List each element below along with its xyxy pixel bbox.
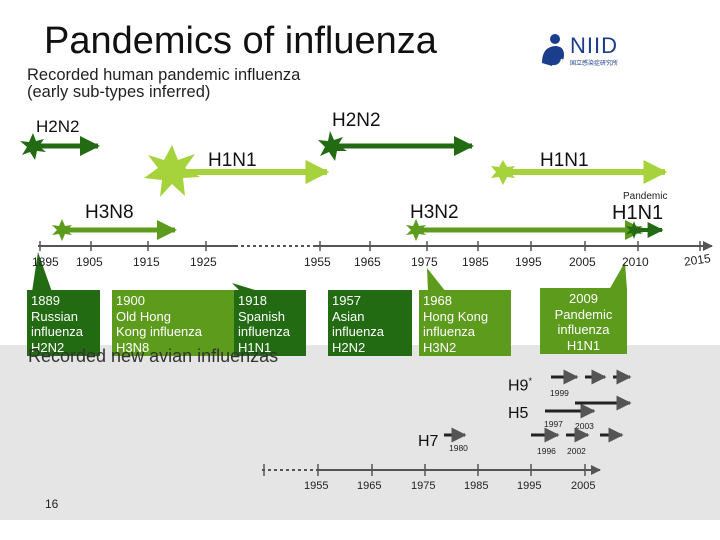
tick-label: 2005 <box>569 255 596 269</box>
box-2009-pointer <box>609 262 627 290</box>
slide-title: Pandemics of influenza <box>44 20 437 62</box>
label-pandemic-h1n1: H1N1 <box>612 202 664 224</box>
avian-axis-ticks <box>263 464 586 476</box>
human-axis-ticks <box>39 241 701 251</box>
h3n8-burst <box>52 219 72 241</box>
pandemic-box-1900: 1900 Old Hong Kong influenza H3N8 <box>112 290 234 356</box>
h1n1-late-burst <box>491 160 515 185</box>
subtitle-line-1: Recorded human pandemic influenza <box>27 66 301 84</box>
box-line: 1918 <box>238 293 267 308</box>
box-line: influenza <box>557 322 610 337</box>
pandemic-box-1918: 1918 Spanish influenza H1N1 <box>234 290 306 356</box>
year-1999: 1999 <box>550 388 569 398</box>
tick-label: 1975 <box>411 255 438 269</box>
pandemic-burst <box>626 221 642 239</box>
label-h2n2-late: H2N2 <box>332 110 381 131</box>
box-line: H1N1 <box>566 337 601 353</box>
box-line: Kong influenza <box>116 324 203 339</box>
tick-label: 1915 <box>133 255 160 269</box>
box-line: H2N2 <box>332 339 366 355</box>
h5-arrows <box>545 395 632 419</box>
h2n2-late-burst <box>318 131 347 161</box>
box-1968-pointer <box>427 268 446 292</box>
box-line: 1889 <box>31 293 60 308</box>
label-h1n1-late: H1N1 <box>540 150 589 171</box>
box-line: influenza <box>31 324 84 339</box>
tick-label: 1905 <box>76 255 103 269</box>
label-pandemic-small: Pandemic <box>623 191 668 202</box>
avian-tick-label: 1985 <box>464 480 489 492</box>
box-line: influenza <box>332 324 385 339</box>
h2n2-early-burst <box>20 133 46 160</box>
box-line: 1968 <box>423 293 452 308</box>
year-1980: 1980 <box>449 443 468 453</box>
tick-label: 1985 <box>462 255 489 269</box>
label-h3n2: H3N2 <box>410 202 459 223</box>
box-line: 1900 <box>116 293 145 308</box>
tick-label: 1895 <box>32 255 59 269</box>
tick-label: 1955 <box>304 255 331 269</box>
avian-section-title: Recorded new avian influenzas <box>28 346 279 366</box>
pandemic-box-1968: 1968 Hong Kong influenza H3N2 <box>419 290 511 356</box>
box-1889-pointer <box>32 252 52 292</box>
avian-tick-label: 1965 <box>357 480 382 492</box>
subtitle-line-2: (early sub-types inferred) <box>27 83 211 101</box>
pandemic-box-1957: 1957 Asian influenza H2N2 <box>328 290 412 356</box>
box-line: H2N2 <box>31 339 65 355</box>
box-line: H3N2 <box>423 339 457 355</box>
box-line: H1N1 <box>238 339 272 355</box>
box-line: 2009 <box>569 291 598 306</box>
label-h5: H5 <box>508 405 529 422</box>
tick-label: 2010 <box>622 255 649 269</box>
box-line: H3N8 <box>116 339 150 355</box>
h9-asterisk: * <box>528 376 532 386</box>
page-number: 16 <box>45 497 59 511</box>
logo-subtext: 国立感染症研究所 <box>570 61 619 67</box>
year-2002: 2002 <box>567 446 586 456</box>
year-2003: 2003 <box>575 421 594 431</box>
box-line: Pandemic <box>554 306 613 322</box>
tick-label: 1925 <box>190 255 217 269</box>
box-line: influenza <box>238 324 291 339</box>
box-line: Old Hong <box>116 308 171 324</box>
label-h7: H7 <box>418 433 439 450</box>
tick-label: 1995 <box>515 255 542 269</box>
label-h3n8: H3N8 <box>85 202 134 223</box>
box-line: 1957 <box>332 293 361 308</box>
box-line: Asian <box>332 308 365 324</box>
tick-label: 1965 <box>354 255 381 269</box>
h9-text: H9 <box>508 377 529 395</box>
box-line: Spanish <box>238 308 285 324</box>
h1n1-early-burst <box>144 145 200 197</box>
label-h2n2-early: H2N2 <box>36 117 80 136</box>
box-line: Hong Kong <box>423 308 489 324</box>
year-1997: 1997 <box>544 419 563 429</box>
label-h9: H9* <box>508 376 532 395</box>
logo-text: NIID <box>570 33 618 58</box>
avian-tick-label: 2005 <box>571 480 596 492</box>
pandemic-box-1889: 1889 Russian influenza H2N2 <box>27 290 100 356</box>
label-h1n1-early: H1N1 <box>208 150 257 171</box>
avian-tick-label: 1995 <box>517 480 542 492</box>
box-line: Russian <box>31 308 78 324</box>
niid-logo: NIID 国立感染症研究所 <box>538 33 638 71</box>
avian-tick-label: 1955 <box>304 480 329 492</box>
year-1996: 1996 <box>537 446 556 456</box>
pandemic-box-2009: 2009 Pandemic influenza H1N1 <box>540 288 627 354</box>
avian-tick-label: 1975 <box>411 480 436 492</box>
h3n2-burst <box>406 219 426 241</box>
box-line: influenza <box>423 324 476 339</box>
